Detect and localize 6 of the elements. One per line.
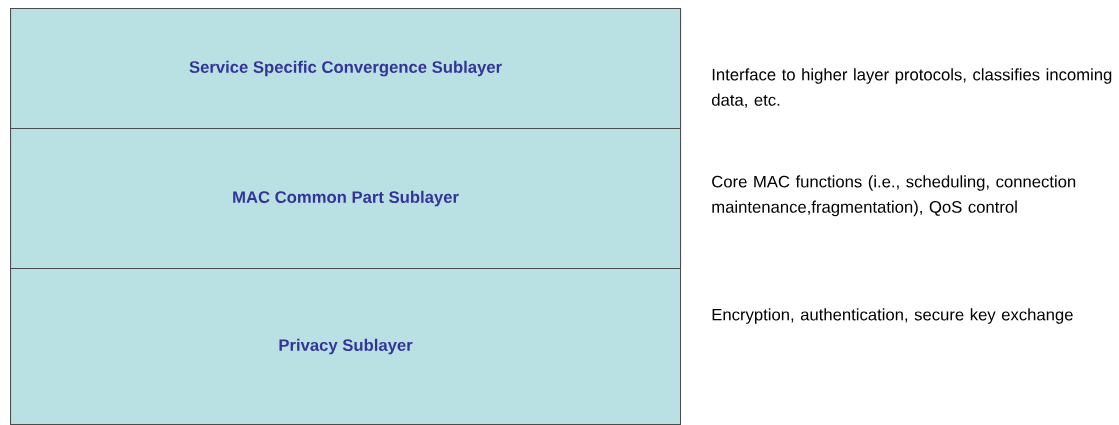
description-text: Core MAC functions (i.e., scheduling, connection maintenance,fragmentation), QoS control: [712, 175, 1076, 217]
description-text: Encryption, authentication, secure key exchange: [712, 308, 1073, 324]
sublayer-band: Service Specific Convergence Sublayer: [10, 8, 682, 130]
sublayer-band: Privacy Sublayer: [10, 268, 682, 425]
description-text: Interface to higher layer protocols, classifies incoming data, etc.: [711, 68, 1112, 108]
sublayer-band: MAC Common Part Sublayer: [10, 128, 682, 270]
